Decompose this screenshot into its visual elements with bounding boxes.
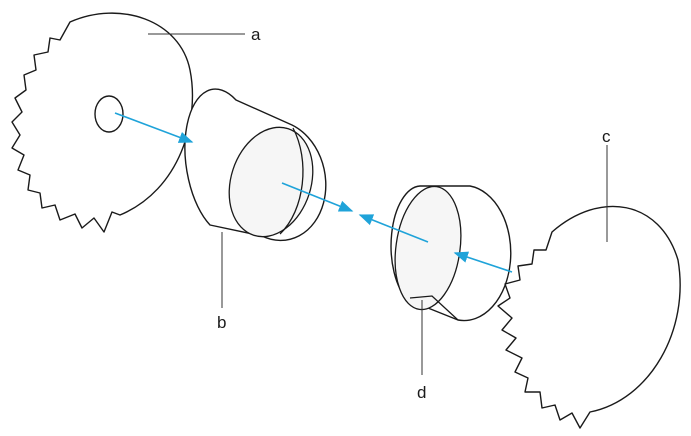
assembly-arrows — [114, 112, 513, 273]
arrow-cup-d-to-center — [358, 214, 429, 243]
label-c: c — [602, 127, 611, 146]
cup-b-inner-edge — [279, 127, 304, 235]
toothed-disc-c-outline — [497, 205, 681, 429]
toothed-disc-a — [11, 12, 194, 233]
label-d: d — [417, 383, 426, 402]
cup-b — [184, 88, 327, 242]
cup-d-inner-edge — [409, 295, 459, 321]
part-labels: a b c d — [217, 25, 611, 402]
cup-d — [390, 185, 512, 322]
label-a: a — [251, 25, 261, 44]
leader-lines — [148, 33, 608, 375]
arrow-cup-b-to-center — [281, 182, 354, 212]
label-b: b — [217, 313, 226, 332]
disc-a-center-hole — [94, 95, 124, 133]
toothed-disc-c — [497, 205, 681, 429]
arrow-disc-a-to-cup-b — [114, 112, 194, 143]
arrow-disc-c-to-cup-d — [453, 251, 513, 273]
